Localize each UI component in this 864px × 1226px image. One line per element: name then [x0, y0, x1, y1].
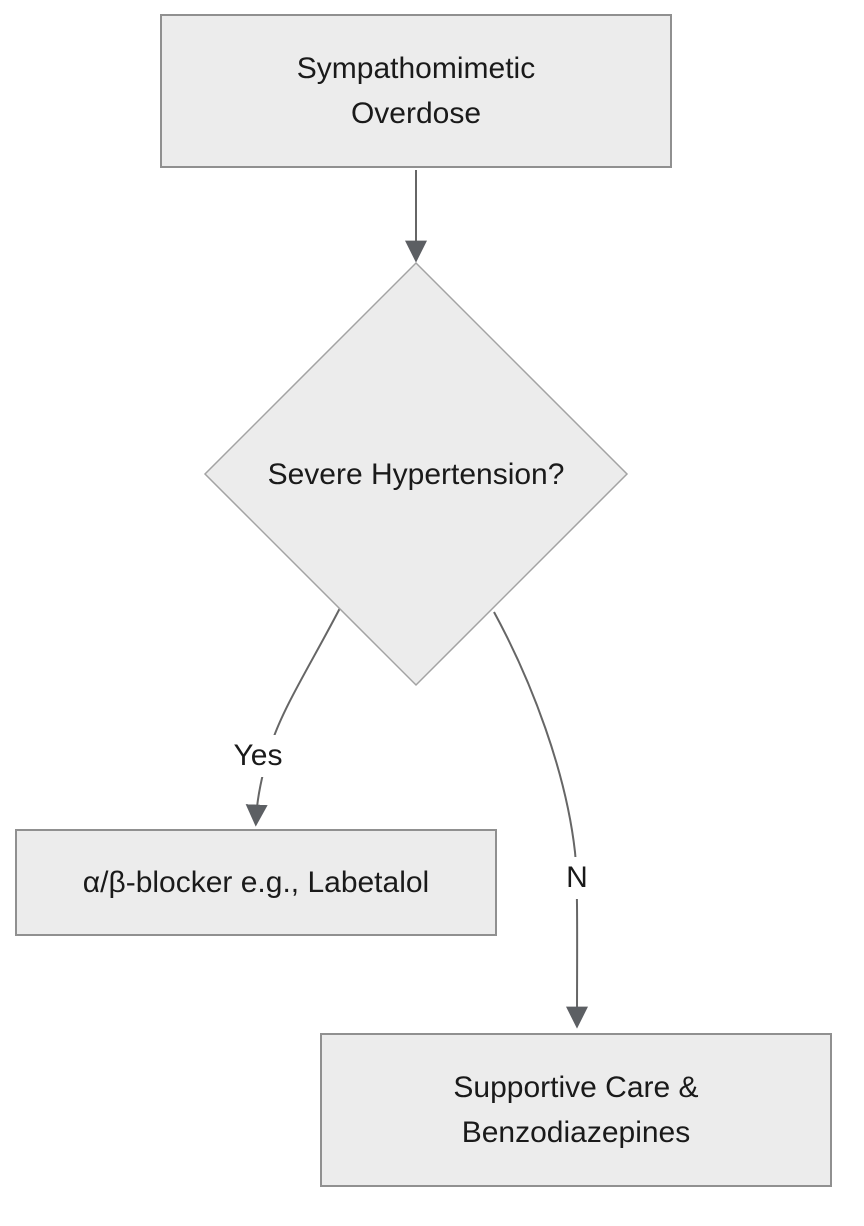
edge-label-yes: Yes: [228, 735, 288, 777]
edge-decision-yes: [245, 607, 341, 827]
node-text-line: α/β-blocker e.g., Labetalol: [82, 866, 430, 899]
node-text-line: Sympathomimetic: [296, 52, 536, 85]
decision-diamond-shape: [203, 261, 629, 687]
node-text-line: Benzodiazepines: [461, 1116, 691, 1149]
node-supportive-care: Supportive Care & Benzodiazepines: [320, 1033, 832, 1187]
edge-label-n: N: [561, 857, 593, 899]
edge-decision-no: [493, 611, 589, 1029]
node-text-line: Supportive Care &: [453, 1071, 699, 1104]
node-severe-hypertension-label: Severe Hypertension?: [267, 458, 565, 491]
node-text-line: Overdose: [350, 97, 482, 130]
node-alpha-beta-blocker: α/β-blocker e.g., Labetalol: [15, 829, 497, 936]
node-sympathomimetic-overdose: Sympathomimetic Overdose: [160, 14, 672, 168]
